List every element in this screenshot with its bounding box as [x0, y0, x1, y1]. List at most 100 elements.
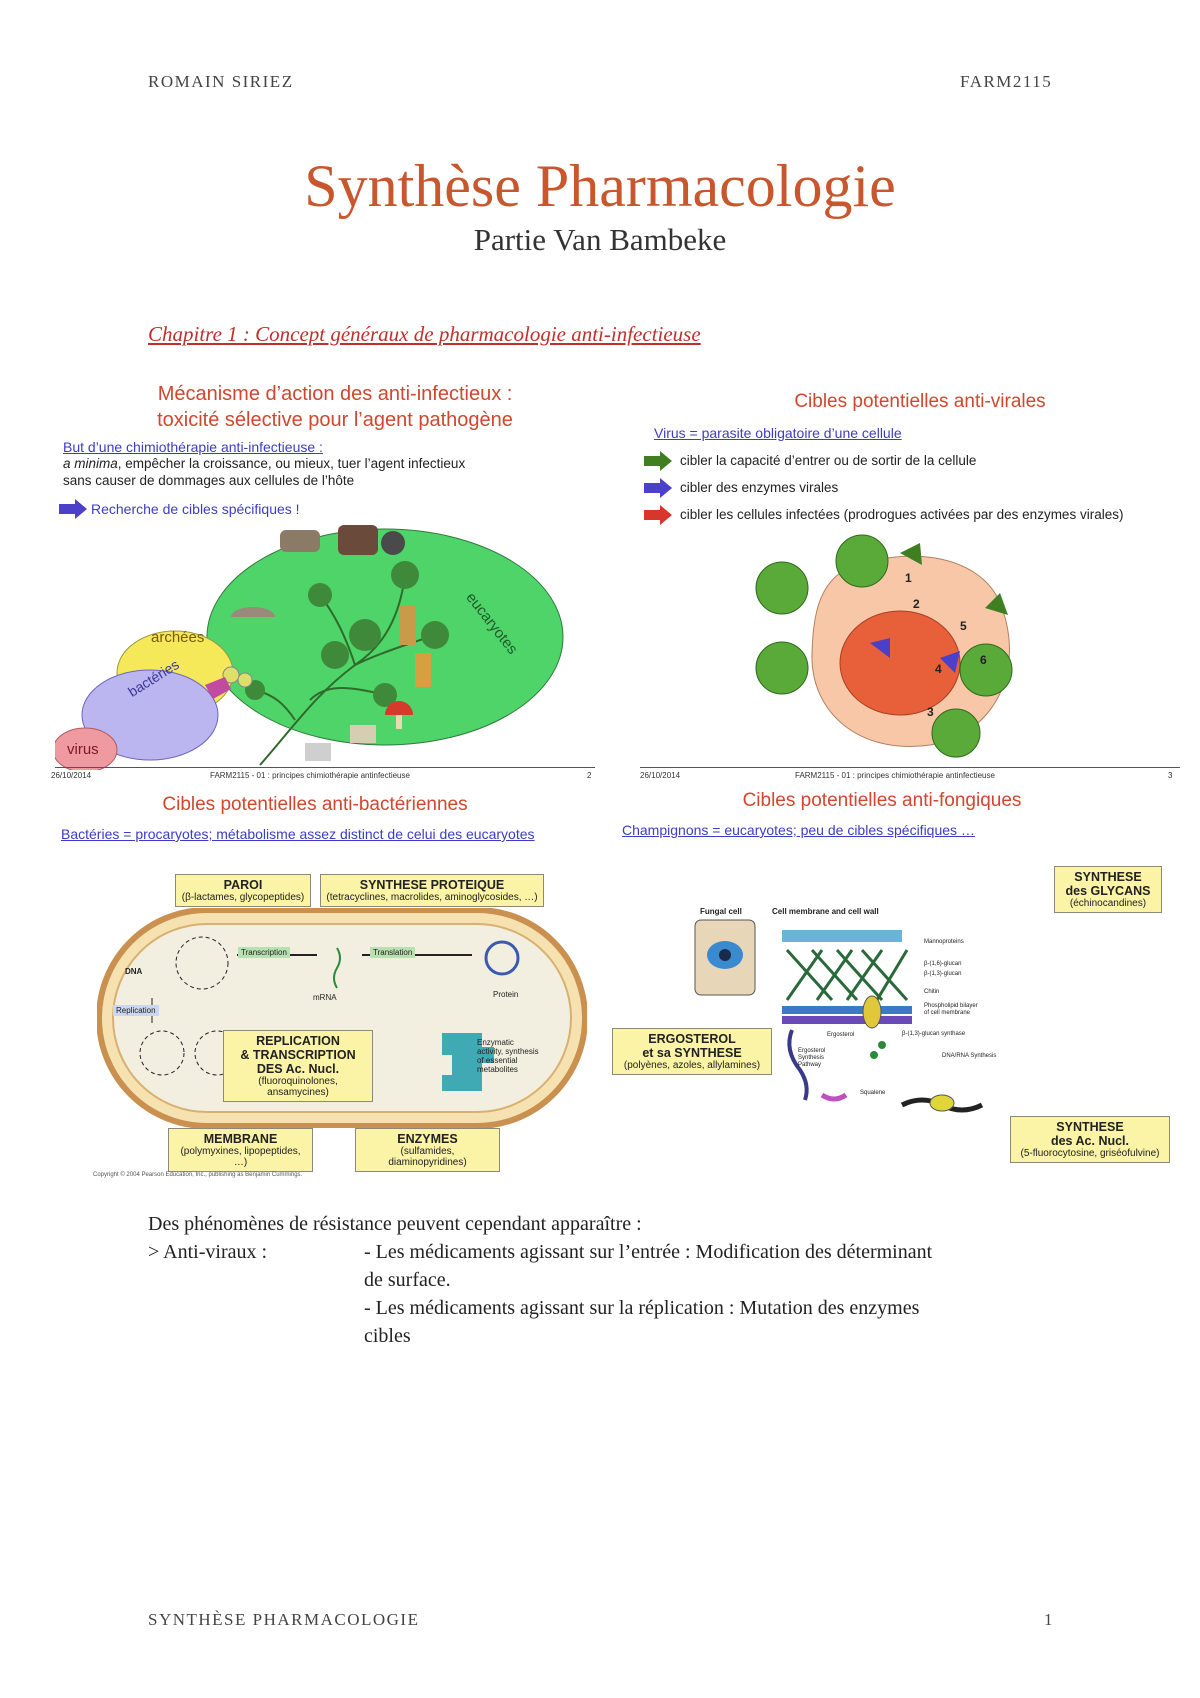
box-repl-line1: REPLICATION: [256, 1034, 340, 1048]
diagram-step-5: 5: [960, 619, 967, 633]
virus-cell-illustration: [755, 534, 1013, 758]
target-item-text: cibler des enzymes virales: [680, 480, 839, 495]
label-cell-membrane-wall: Cell membrane and cell wall: [772, 907, 879, 916]
resistance-intro: Des phénomènes de résistance peuvent cep…: [148, 1213, 642, 1235]
slide2-footer-date: 26/10/2014: [640, 771, 681, 780]
box-ergo-line1: ERGOSTEROL: [648, 1032, 736, 1046]
label-glucan16: β-(1,6)-glucan: [924, 961, 962, 967]
slide1-goal-line2: sans causer de dommages aux cellules de …: [63, 473, 355, 488]
slide-antibacteriennes: Cibles potentielles anti-bactériennes Ba…: [55, 790, 600, 1190]
label-phospholipid: Phospholipid bilayer of cell membrane: [924, 1003, 978, 1016]
slide1-title-line1: Mécanisme d’action des anti-infectieux :: [157, 383, 513, 405]
slide-antivirales: Cibles potentielles anti-virales Virus =…: [640, 375, 1180, 783]
box-glycans-line2: des GLYCANS: [1065, 884, 1151, 898]
slide4-title: Cibles potentielles anti-fongiques: [742, 790, 1022, 811]
target-item-text: cibler les cellules infectées (prodrogue…: [680, 507, 1124, 522]
tree-of-life-illustration: [55, 525, 564, 770]
label-virus: virus: [67, 741, 99, 758]
footer-title: SYNTHÈSE PHARMACOLOGIE: [148, 1610, 420, 1629]
blue-arrow-icon: [59, 499, 87, 519]
box-repl-line3: DES Ac. Nucl.: [256, 1062, 340, 1076]
slide2-title: Cibles potentielles anti-virales: [794, 391, 1046, 412]
box-membrane-drugs: (polymyxines, lipopeptides, …): [180, 1146, 301, 1168]
slide1-arrow-text: Recherche de cibles spécifiques !: [91, 501, 300, 517]
box-synthese-ac-nucl: SYNTHESE des Ac. Nucl. (5-fluorocytosine…: [1010, 1116, 1170, 1163]
target-item-entry: cibler la capacité d’entrer ou de sortir…: [644, 451, 1184, 473]
slide2-footer-course: FARM2115 - 01 : principes chimiothérapie…: [795, 771, 995, 780]
label-dna: DNA: [125, 967, 143, 976]
slide1-footer-page: 2: [587, 771, 592, 780]
slide1-footer-course: FARM2115 - 01 : principes chimiothérapie…: [210, 771, 410, 780]
box-enzymes: ENZYMES (sulfamides, diaminopyridines): [355, 1128, 500, 1172]
box-nucl-line2: des Ac. Nucl.: [1050, 1134, 1130, 1148]
slide1-divider: [55, 767, 595, 768]
chapter-heading: Chapitre 1 : Concept généraux de pharmac…: [148, 322, 701, 346]
resistance-item1-line1: - Les médicaments agissant sur l’entrée …: [364, 1241, 933, 1263]
slide2-footer-page: 3: [1168, 771, 1173, 780]
target-item-text: cibler la capacité d’entrer ou de sortir…: [680, 453, 977, 468]
box-glycans-line1: SYNTHESE: [1074, 870, 1142, 884]
box-nucl-drugs: (5-fluorocytosine, griséofulvine): [1020, 1148, 1160, 1159]
box-membrane: MEMBRANE (polymyxines, lipopeptides, …): [168, 1128, 313, 1172]
label-mrna: mRNA: [313, 993, 337, 1002]
box-enzymes-title: ENZYMES: [397, 1132, 458, 1146]
diagram-step-3: 3: [927, 705, 934, 719]
diagram-step-4: 4: [935, 662, 942, 676]
box-repl-line2: & TRANSCRIPTION: [240, 1048, 356, 1062]
box-enzymes-drugs: (sulfamides, diaminopyridines): [388, 1146, 467, 1168]
slide2-divider: [640, 767, 1180, 768]
diagram-step-6: 6: [980, 653, 987, 667]
fungal-cell-illustration: [694, 919, 984, 1113]
header-author: ROMAIN SIRIEZ: [148, 72, 294, 91]
label-glucan-synthase: β-(1,3)-glucan synthase: [902, 1031, 966, 1037]
box-glycans-drugs: (échinocandines): [1069, 898, 1147, 909]
diagram-step-1: 1: [905, 571, 912, 585]
blue-arrow-icon: [644, 478, 672, 498]
box-synthese-proteique: SYNTHESE PROTEIQUE (tetracyclines, macro…: [320, 874, 544, 907]
label-enzymatic: Enzymatic activity, synthesis of essenti…: [477, 1038, 539, 1074]
label-squalene: Squalene: [860, 1090, 886, 1096]
diagram-step-2: 2: [913, 597, 920, 611]
target-item-infected-cells: cibler les cellules infectées (prodrogue…: [644, 505, 1184, 527]
label-replication: Replication: [113, 1005, 159, 1016]
slide1-title-line2: toxicité sélective pour l’agent pathogèn…: [157, 409, 513, 431]
red-arrow-icon: [644, 505, 672, 525]
slide4-subtitle: Champignons = eucaryotes; peu de cibles …: [622, 822, 975, 838]
resistance-item2-line2: cibles: [364, 1325, 411, 1347]
box-replication: REPLICATION & TRANSCRIPTION DES Ac. Nucl…: [223, 1030, 373, 1102]
slide1-footer-date: 26/10/2014: [51, 771, 92, 780]
label-glucan13: β-(1,3)-glucan: [924, 971, 962, 977]
box-repl-drugs: (fluoroquinolones, ansamycines): [258, 1076, 338, 1098]
label-ergo-pathway: Ergosterol Synthesis Pathway: [798, 1048, 826, 1068]
label-mannoproteins: Mannoproteins: [924, 939, 964, 945]
box-nucl-line1: SYNTHESE: [1056, 1120, 1124, 1134]
slide1-goal-rest: , empêcher la croissance, ou mieux, tuer…: [117, 456, 466, 471]
box-paroi-title: PAROI: [223, 878, 263, 892]
slide1-goal-line1: a minima, empêcher la croissance, ou mie…: [63, 456, 465, 471]
header-course: FARM2115: [960, 72, 1053, 91]
slide1-goal-label: But d’une chimiothérapie anti-infectieus…: [63, 439, 323, 455]
label-fungal-cell: Fungal cell: [700, 907, 742, 916]
label-dna-rna-synthesis: DNA/RNA Synthesis: [942, 1053, 997, 1059]
slide3-copyright: Copyright © 2004 Pearson Education, Inc.…: [93, 1172, 303, 1178]
slide-antiinfectieux: Mécanisme d’action des anti-infectieux :…: [51, 375, 595, 783]
box-membrane-title: MEMBRANE: [203, 1132, 278, 1146]
label-protein: Protein: [493, 990, 519, 999]
footer-page-number: 1: [1044, 1610, 1054, 1629]
page-title: Synthèse Pharmacologie: [304, 153, 896, 219]
resistance-item1-line2: de surface.: [364, 1269, 451, 1291]
box-ergo-line2: et sa SYNTHESE: [642, 1046, 742, 1060]
box-synthese-glycans: SYNTHESE des GLYCANS (échinocandines): [1054, 866, 1162, 913]
green-arrow-icon: [644, 451, 672, 471]
box-synth-title: SYNTHESE PROTEIQUE: [359, 878, 505, 892]
label-translation: Translation: [370, 947, 416, 958]
slide3-subtitle: Bactéries = procaryotes; métabolisme ass…: [61, 826, 535, 842]
box-synth-drugs: (tetracyclines, macrolides, aminoglycosi…: [326, 892, 538, 903]
box-paroi-drugs: (β-lactames, glycopeptides): [181, 892, 305, 903]
slide2-subtitle: Virus = parasite obligatoire d’une cellu…: [654, 425, 902, 441]
label-transcription: Transcription: [238, 947, 290, 958]
label-ergosterol: Ergosterol: [827, 1032, 855, 1038]
slide-antifongiques: Cibles potentielles anti-fongiques Champ…: [612, 790, 1182, 1190]
resistance-item2-line1: - Les médicaments agissant sur la réplic…: [364, 1297, 920, 1319]
slide1-title: Mécanisme d’action des anti-infectieux :…: [135, 381, 535, 433]
